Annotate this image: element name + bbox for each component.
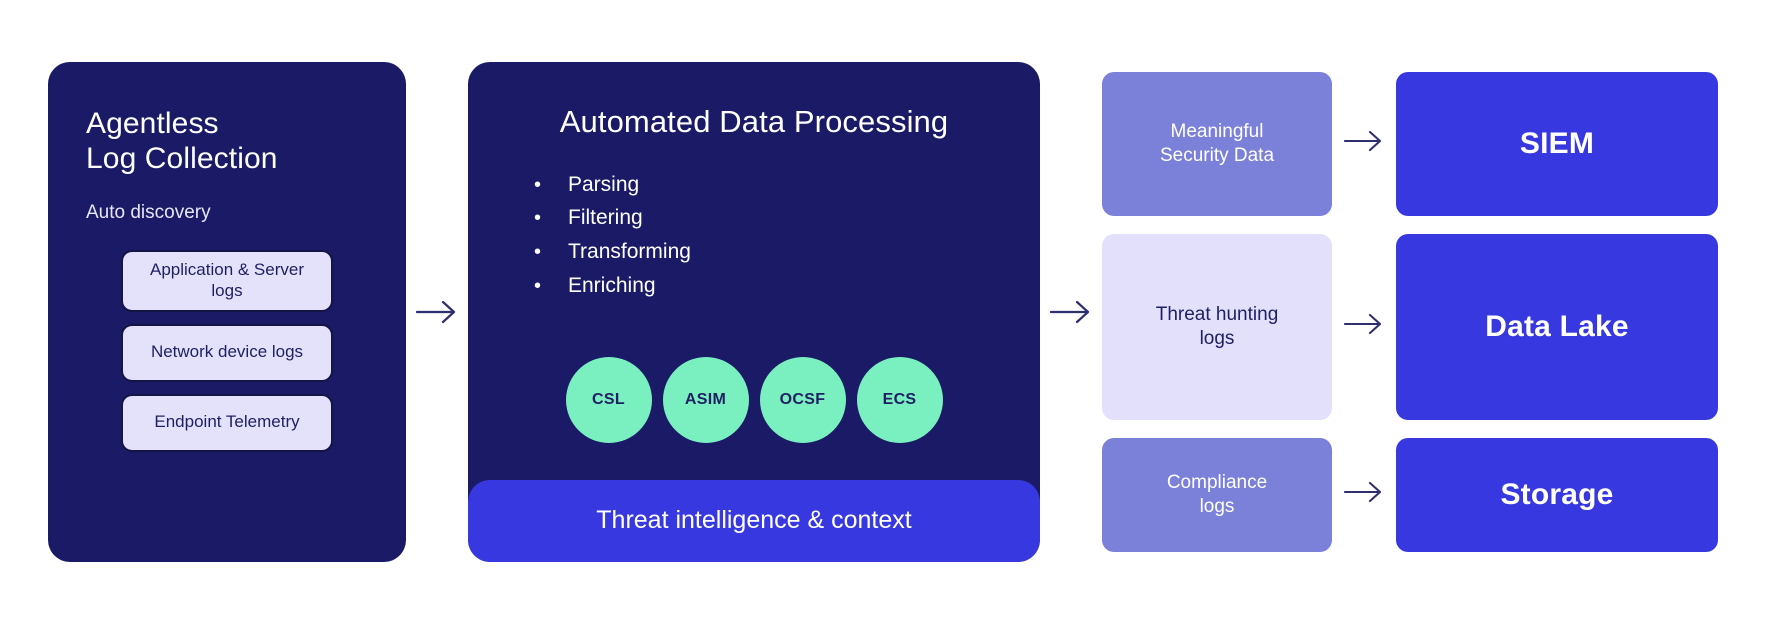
output-category-threat-hunting-logs[interactable]: Threat hunting logs — [1102, 233, 1332, 420]
threat-intelligence-banner[interactable]: Threat intelligence & context — [468, 479, 1040, 562]
schema-badge-ocsf[interactable]: OCSF — [759, 356, 846, 443]
row-spacer — [1102, 216, 1718, 234]
processing-steps-list: • Parsing • Filtering • Transforming • E… — [534, 172, 1000, 301]
output-row-data-lake: Threat hunting logs Data Lake — [1102, 233, 1718, 420]
arrow-right-icon — [1050, 299, 1092, 325]
processing-step-label: Transforming — [568, 240, 691, 264]
output-row-siem: Meaningful Security Data SIEM — [1102, 71, 1718, 216]
flow-arrow-collection-to-processing — [406, 299, 468, 325]
bullet-icon: • — [534, 173, 542, 196]
bullet-icon: • — [534, 241, 542, 264]
arrow-right-icon — [1343, 129, 1384, 158]
flow-arrow-processing-to-outputs — [1040, 299, 1102, 325]
processing-step-label: Filtering — [568, 206, 643, 230]
processing-step-transforming: • Transforming — [534, 239, 1000, 266]
processing-step-label: Parsing — [568, 172, 640, 196]
arrow-right-icon — [1343, 312, 1384, 341]
automated-data-processing-panel: Automated Data Processing • Parsing • Fi… — [468, 61, 1040, 562]
bullet-icon: • — [534, 207, 542, 230]
schema-badge-asim[interactable]: ASIM — [662, 356, 749, 443]
log-source-application-server[interactable]: Application & Server logs — [121, 250, 333, 312]
output-rows: Meaningful Security Data SIEM Thr — [1102, 62, 1718, 562]
arrow-right-icon — [416, 299, 458, 325]
flow-arrow-category-to-siem — [1332, 129, 1396, 158]
output-row-storage: Compliance logs Storage — [1102, 437, 1718, 552]
processing-step-enriching: • Enriching — [534, 273, 1000, 300]
row-spacer — [1102, 420, 1718, 438]
agentless-log-collection-panel: Agentless Log Collection Auto discovery … — [48, 61, 406, 562]
flow-arrow-category-to-storage — [1332, 480, 1396, 509]
processing-panel-title: Automated Data Processing — [559, 103, 949, 139]
output-category-compliance-logs[interactable]: Compliance logs — [1102, 437, 1332, 552]
destination-data-lake[interactable]: Data Lake — [1396, 233, 1718, 420]
bullet-icon: • — [534, 275, 542, 298]
processing-step-parsing: • Parsing — [534, 172, 1000, 199]
output-flow-section: Meaningful Security Data SIEM Thr — [1102, 62, 1718, 562]
collection-panel-title: Agentless Log Collection — [86, 106, 278, 175]
destination-siem[interactable]: SIEM — [1396, 71, 1718, 216]
log-source-list: Application & Server logs Network device… — [86, 250, 368, 452]
destination-storage[interactable]: Storage — [1396, 437, 1718, 552]
schema-badge-csl[interactable]: CSL — [565, 356, 652, 443]
output-category-meaningful-security-data[interactable]: Meaningful Security Data — [1102, 71, 1332, 216]
arrow-right-icon — [1343, 480, 1384, 509]
log-source-network-device[interactable]: Network device logs — [121, 323, 333, 382]
processing-step-label: Enriching — [568, 274, 656, 298]
processing-step-filtering: • Filtering — [534, 205, 1000, 232]
flow-arrow-category-to-data-lake — [1332, 312, 1396, 341]
schema-badge-row: CSL ASIM OCSF ECS — [468, 356, 1040, 443]
schema-badge-ecs[interactable]: ECS — [856, 356, 943, 443]
collection-panel-subtitle: Auto discovery — [86, 202, 211, 224]
log-source-endpoint-telemetry[interactable]: Endpoint Telemetry — [121, 393, 333, 452]
